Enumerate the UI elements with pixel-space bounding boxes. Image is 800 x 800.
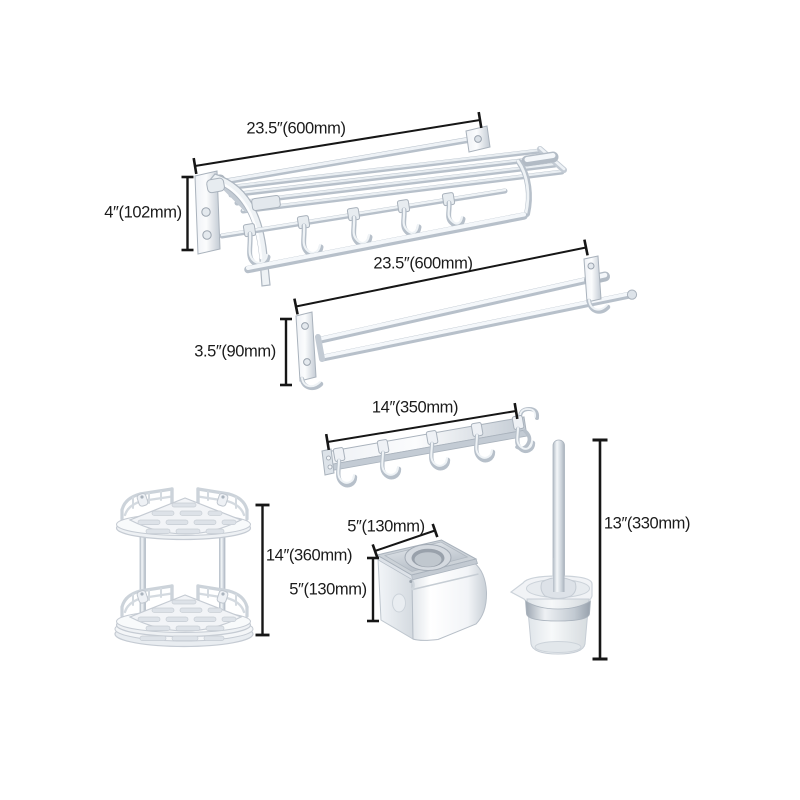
rack-hooks <box>242 192 466 268</box>
toilet-brush-image <box>509 439 593 655</box>
dim-hook-rail-width <box>324 402 519 451</box>
basket-bottom-tier <box>114 584 254 648</box>
towel-bar-image <box>295 255 638 391</box>
hook-rail-width-label: 14″(350mm) <box>371 398 459 417</box>
dim-paper-holder-width <box>371 523 439 559</box>
rack-height-label: 4″(102mm) <box>104 203 182 222</box>
basket-height-label: 14″(360mm) <box>265 546 353 565</box>
dim-rack-height <box>181 175 194 252</box>
dim-brush-height <box>592 438 608 661</box>
hook-rail-hooks <box>332 415 536 488</box>
corner-basket-image <box>114 487 254 648</box>
towel-bar-right-bracket <box>583 255 611 314</box>
rack-width-label: 23.5″(600mm) <box>246 119 346 138</box>
dim-towel-bar-width <box>293 239 589 315</box>
hook-rail-image <box>321 406 540 488</box>
dim-paper-holder-height <box>367 556 379 623</box>
towel-bar-left-bracket <box>295 311 324 391</box>
rack-shelf-rails <box>220 146 567 214</box>
towel-rack-image <box>194 125 567 287</box>
basket-top-tier <box>115 487 252 541</box>
dim-rack-width <box>192 111 483 175</box>
towel-bar-height-label: 3.5″(90mm) <box>194 342 276 361</box>
dim-towel-bar-height <box>280 317 292 387</box>
towel-bar-width-label: 23.5″(600mm) <box>373 254 473 273</box>
paper-holder-image <box>375 539 488 641</box>
paper-height-label: 5″(130mm) <box>289 580 367 599</box>
paper-width-label: 5″(130mm) <box>347 517 425 536</box>
rack-right-bracket <box>465 125 491 153</box>
dimension-lines <box>181 111 608 661</box>
dim-basket-height <box>255 503 270 637</box>
brush-height-label: 13″(330mm) <box>603 514 691 533</box>
